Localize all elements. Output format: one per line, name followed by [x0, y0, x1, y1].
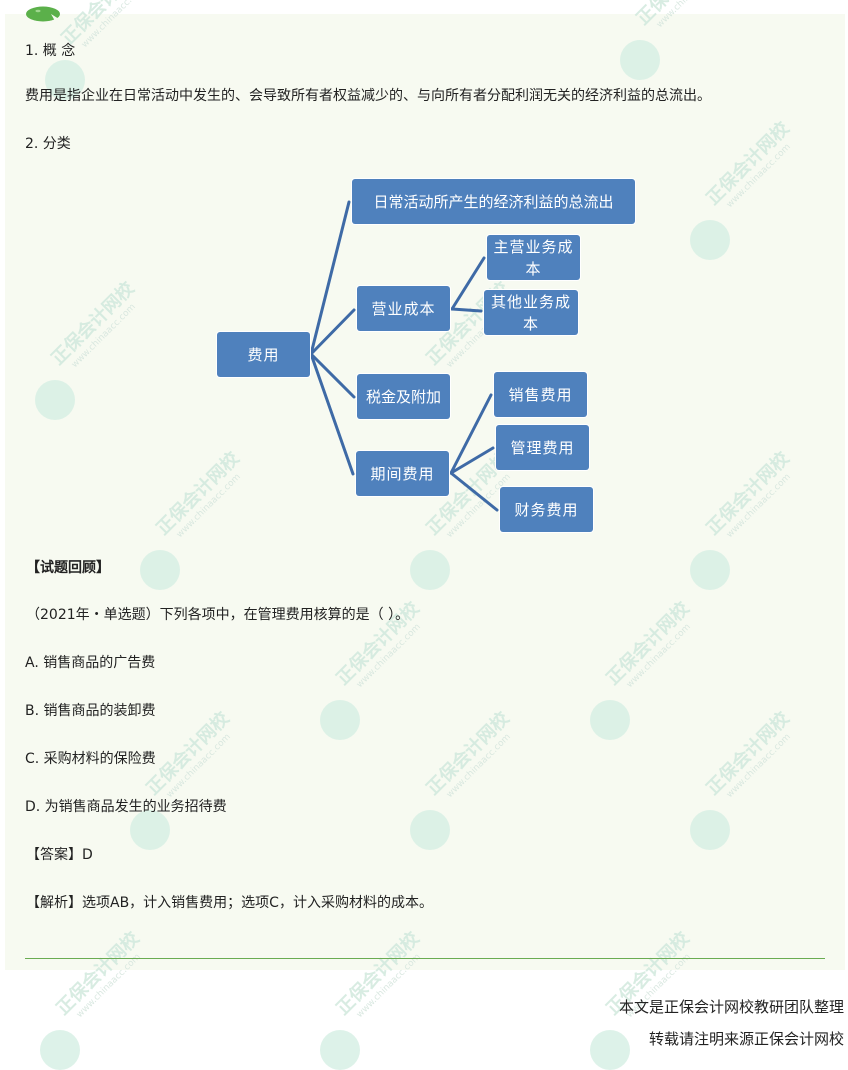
- diagram-node-selling-expenses: 销售费用: [494, 372, 587, 417]
- review-option-a: A. 销售商品的广告费: [25, 655, 156, 671]
- review-option-b: B. 销售商品的装卸费: [25, 703, 156, 719]
- section-divider: [25, 958, 825, 959]
- review-option-c: C. 采购材料的保险费: [25, 751, 156, 767]
- review-answer: 【答案】D: [26, 847, 93, 863]
- section-classification-title: 2. 分类: [25, 136, 71, 152]
- diagram-node-financial-expenses: 财务费用: [500, 487, 593, 532]
- diagram-node-admin-expenses: 管理费用: [496, 425, 589, 470]
- footer-reprint-notice: 转载请注明来源正保会计网校: [648, 1030, 844, 1048]
- diagram-node-root: 费用: [217, 332, 310, 377]
- section-concept-body: 费用是指企业在日常活动中发生的、会导致所有者权益减少的、与向所有者分配利润无关的…: [25, 88, 711, 104]
- diagram-connectors: [309, 200, 499, 512]
- review-analysis: 【解析】选项AB，计入销售费用；选项C，计入采购材料的成本。: [26, 895, 433, 911]
- diagram-node-main-business-cost: 主营业务成本: [487, 235, 580, 280]
- review-option-d: D. 为销售商品发生的业务招待费: [25, 799, 227, 815]
- diagram-node-daily-outflow: 日常活动所产生的经济利益的总流出: [352, 179, 635, 224]
- diagram-node-period-expenses: 期间费用: [356, 451, 449, 496]
- footer-credit: 本文是正保会计网校教研团队整理: [618, 998, 844, 1016]
- diagram-node-taxes-surcharges: 税金及附加: [357, 374, 450, 419]
- diagram-node-operating-cost: 营业成本: [357, 286, 450, 331]
- diagram-node-other-business-cost: 其他业务成本: [484, 290, 578, 335]
- expense-classification-diagram: 费用 日常活动所产生的经济利益的总流出 营业成本 税金及附加 期间费用 主营业务…: [217, 179, 635, 532]
- section-concept-title: 1. 概 念: [25, 43, 76, 59]
- lotus-leaf-icon: [26, 6, 60, 22]
- review-question: （2021年・单选题）下列各项中，在管理费用核算的是（ ）。: [26, 607, 410, 623]
- review-heading: 【试题回顾】: [26, 560, 110, 576]
